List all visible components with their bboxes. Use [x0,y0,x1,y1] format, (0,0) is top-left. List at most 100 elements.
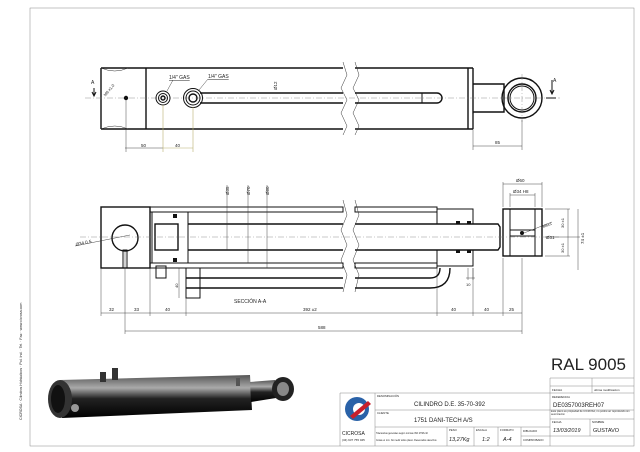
denominacion-label: DENOMINACIÓN [377,393,399,398]
dim-40-port: 40 [174,283,179,288]
dim-25: 25 [509,307,515,312]
dim-eye-bore: Ø34 H8 [513,189,529,194]
tolerance-note: Tolerancias generales según normas ISO 2… [376,432,429,435]
leader [198,78,209,91]
company-name: CICROSA [342,431,365,437]
piston [151,211,189,264]
rod-eye-groove [509,229,536,237]
pin-dim-label: M6 x1.0 [102,82,115,97]
nombre-label: NOMBRE [592,420,604,424]
fecha-value: 13/03/2019 [553,428,581,434]
dim-eye-h1: 30 ±1 [560,217,565,228]
side-company-text: CICROSA · Cilindros Hidráulicos · Pol. I… [19,303,23,420]
peso-label: PESO [449,428,458,432]
seal [456,221,460,224]
return-pipe-slot [200,92,443,104]
break-lines [340,61,360,136]
dim-ball: Ø34 0.5 [75,239,92,247]
cliente-label: CLIENTE [377,411,389,415]
referencia-label: REFERENCIA [552,395,570,399]
dim-33: 33 [134,307,140,312]
cylinder-body-outline [100,67,474,130]
dim-392: 392 ±2 [303,307,317,312]
referencia-value: DE0357003REH07 [553,403,605,409]
leader [166,79,174,92]
section-arrow-left [91,88,97,98]
dim-40-c: 40 [484,307,490,312]
slot-dim-label: Ø12 [273,81,278,90]
escala-label: ESCALA [476,428,487,432]
cylinder-3d-render [48,368,294,418]
tube-wall-bottom [354,262,438,269]
dim-50: 50 [141,143,147,148]
dim-85-line [472,114,523,150]
dim-grease: M6x1 [542,221,554,229]
grease-point [520,231,524,235]
pipe-block [185,267,201,299]
formato-value: A-4 [502,437,512,443]
denominacion-value: CILINDRO D.E. 35-70-392 [414,402,486,408]
leader [523,221,553,234]
dim-40-a: 40 [165,307,171,312]
dim-85: 85 [495,140,501,145]
rights-note: Cotas en mm. No medir sobre plano. Reser… [376,439,437,442]
dim-40-line [162,105,194,152]
dibujado-label: DIBUJADO [523,429,538,433]
tb-fecha-top: FECHA [552,388,562,392]
dim-eye-h2: 30 ±1 [560,242,565,253]
dim-10-line [466,268,475,280]
tube-wall-bottom [149,262,344,269]
company-phone: (34) 937 755 045 [342,438,365,442]
break-lines [340,199,360,293]
top-view: A A M6 x1.0 1/4" GAS 1/4" GAS Ø12 50 40 … [85,61,560,152]
dim-32: 32 [109,307,115,312]
nombre-value: GUSTAVO [593,428,620,434]
dim-rod: Ø35 [225,186,230,195]
title-block: FECHA ultima modificación CICROSA (34) 9… [339,377,634,446]
dim-eye-outer: Ø60 [516,178,525,183]
rod-neck [473,83,505,113]
rear-end-cap [100,206,151,269]
port1-label: 1/4" GAS [169,75,190,81]
section-arrow-right [546,80,556,99]
tube-wall-top [354,206,438,213]
external-pipe [186,267,451,289]
port-2 [183,88,203,108]
cliente-value: 1751 DANI-TECH A/S [414,418,473,424]
section-mark-left: A [91,80,95,86]
dim-eye-pin: Ø31 [546,235,555,240]
ref-note-box: Este plano es propiedad de CICROSA, no p… [551,410,630,416]
tb-last-modified: ultima modificación [594,388,620,392]
dim-chain-lines [100,251,523,334]
dim-10: 10 [466,282,471,287]
dim-eye-total: 74 ±1 [580,232,585,244]
grease-nipple [123,95,129,101]
dim-outer: Ø80 [265,186,270,195]
leader [74,234,131,247]
gland-bottom [436,249,474,267]
dim-eye-lines [502,182,543,207]
tube-wall-top [149,206,344,213]
seal [467,221,471,224]
formato-label: FORMATO [500,428,515,432]
dim-40: 40 [175,143,181,148]
seal [456,250,460,253]
section-title: SECCIÓN A-A [234,298,267,305]
ref-note: Este plano es propiedad de CICROSA, no p… [551,410,630,416]
escala-value: 1:2 [482,437,490,443]
ral-color-code: RAL 9005 [551,355,626,374]
seal [173,214,177,218]
comprobado-label: COMPROBADO [523,438,544,442]
section-mark-right: A [553,78,557,84]
port-fitting [155,265,167,279]
drawing-frame [29,7,635,447]
dim-50-line [125,100,163,152]
gland-top [436,208,474,225]
fecha-label: FECHA [552,420,562,424]
dim-eye-height-lines [545,208,580,270]
seal [173,258,177,262]
dim-overall: 588 [318,325,326,330]
dim-bore: Ø70 [246,186,251,195]
port2-label: 1/4" GAS [208,74,229,80]
